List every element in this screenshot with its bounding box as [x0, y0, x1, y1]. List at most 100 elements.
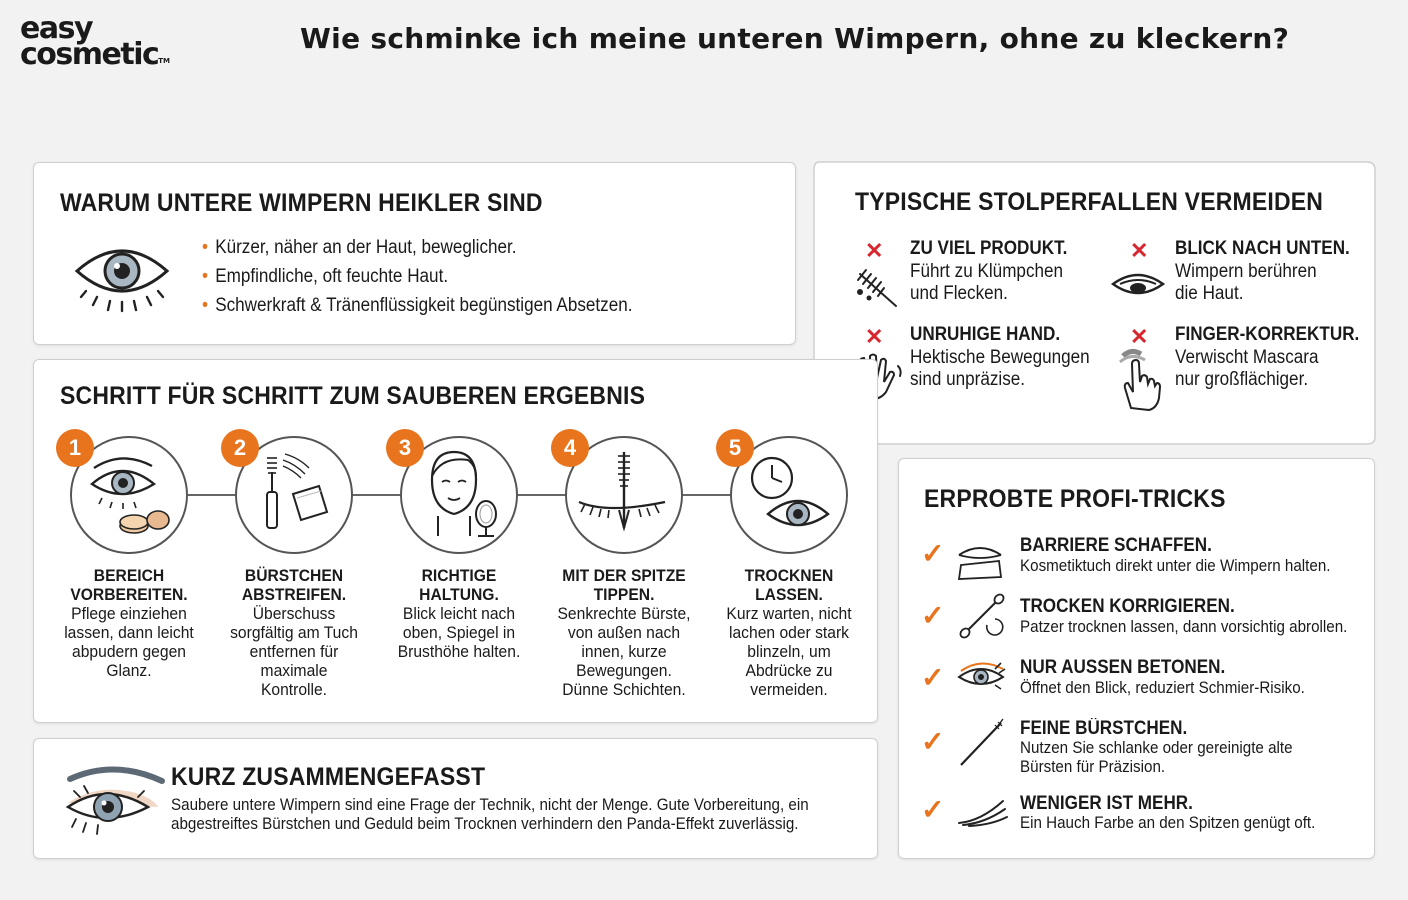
- pitfall-body: Wimpern berühren: [1175, 261, 1317, 282]
- check-icon: ✓: [921, 726, 945, 757]
- error-x-icon: ✕: [1130, 238, 1149, 263]
- brand-line2: cosmetic: [20, 36, 160, 72]
- step-title: BEREICH: [93, 566, 165, 585]
- step-circle: [730, 436, 848, 554]
- eye-powder-icon: [90, 457, 170, 534]
- trick-title: NUR AUSSEN BETONEN.: [1020, 657, 1226, 678]
- step-title: TROCKNEN: [744, 566, 834, 585]
- step-connector: [352, 494, 402, 496]
- trick-body: Bürsten für Präzision.: [1020, 758, 1166, 776]
- trick-body: Nutzen Sie schlanke oder gereinigte alte: [1020, 739, 1293, 757]
- step-title: ABSTREIFEN.: [241, 585, 347, 604]
- trick-body: Öffnet den Blick, reduziert Schmier-Risi…: [1020, 679, 1305, 697]
- step-text: RICHTIGE HALTUNG. Blick leicht nach oben…: [379, 566, 539, 661]
- steps-heading: SCHRITT FÜR SCHRITT ZUM SAUBEREN ERGEBNI…: [60, 382, 646, 410]
- mascara-tissue-icon: [266, 453, 329, 529]
- step-text: BEREICH VORBEREITEN. Pflege einziehen la…: [49, 566, 209, 680]
- step-text: BÜRSTCHEN ABSTREIFEN. Überschuss sorgfäl…: [214, 566, 374, 699]
- why-bullet: •Empfindliche, oft feuchte Haut.: [202, 266, 449, 287]
- step-title: RICHTIGE: [421, 566, 497, 585]
- step-title: TIPPEN.: [593, 585, 655, 604]
- check-icon: ✓: [921, 538, 945, 569]
- error-x-icon: ✕: [865, 324, 884, 349]
- lash-tips-icon: [958, 800, 1008, 827]
- step-body: blinzeln, um: [747, 642, 831, 661]
- summary-card: KURZ ZUSAMMENGEFASST Saubere untere Wimp…: [33, 738, 878, 859]
- step-number-badge: 2: [221, 429, 259, 467]
- vertical-brush-icon: [578, 452, 666, 532]
- step-body: Glanz.: [106, 661, 152, 680]
- step-connector: [517, 494, 567, 496]
- step-title: HALTUNG.: [419, 585, 499, 604]
- summary-heading: KURZ ZUSAMMENGEFASST: [171, 763, 486, 791]
- why-heading: WARUM UNTERE WIMPERN HEIKLER SIND: [60, 189, 543, 217]
- step-body: von außen nach: [567, 623, 681, 642]
- pitfall-body: Verwischt Mascara: [1175, 347, 1319, 368]
- why-card: WARUM UNTERE WIMPERN HEIKLER SIND •Kürze…: [33, 162, 796, 345]
- step-body: Dünne Schichten.: [562, 680, 686, 699]
- trick-title: TROCKEN KORRIGIEREN.: [1020, 596, 1235, 617]
- eye-icon: [74, 249, 170, 313]
- step-connector: [187, 494, 237, 496]
- step-body: entfernen für: [249, 642, 339, 661]
- step-title: MIT DER SPITZE: [562, 566, 686, 585]
- outer-lash-eye-icon: [957, 662, 1006, 690]
- tricks-heading: ERPROBTE PROFI-TRICKS: [924, 485, 1226, 513]
- pitfalls-card-shape: [813, 161, 1376, 445]
- pitfall-body: und Flecken.: [910, 283, 1008, 304]
- brand-logo: easy cosmeticTM: [20, 11, 171, 70]
- face-mirror-icon: [430, 450, 497, 537]
- step-body: Pflege einziehen: [71, 604, 187, 623]
- step-connector: [682, 494, 732, 496]
- made-up-eye-icon: [65, 766, 165, 835]
- step-body: vermeiden.: [750, 680, 828, 699]
- page-title: Wie schminke ich meine unteren Wimpern, …: [300, 22, 1290, 55]
- pitfall-body: sind unpräzise.: [910, 369, 1026, 390]
- summary-body: abgestreiftes Bürstchen und Geduld beim …: [171, 815, 799, 833]
- step-body: oben, Spiegel in: [402, 623, 516, 642]
- step-body: innen, kurze: [581, 642, 667, 661]
- tricks-card: ERPROBTE PROFI-TRICKS ✓ BARRIERE SCHAFFE…: [898, 458, 1375, 859]
- tissue-eye-icon: [957, 547, 1003, 580]
- pitfall-body: Hektische Bewegungen: [910, 347, 1090, 368]
- steps-card: SCHRITT FÜR SCHRITT ZUM SAUBEREN ERGEBNI…: [33, 359, 878, 723]
- step-body: sorgfältig am Tuch: [230, 623, 358, 642]
- pitfall-body: nur großflächiger.: [1175, 369, 1309, 390]
- why-bullet: •Schwerkraft & Tränenflüssigkeit begünst…: [202, 295, 633, 316]
- finger-icon: [1118, 348, 1162, 412]
- pitfalls-card: TYPISCHE STOLPERFALLEN VERMEIDEN ✕ ZU VI…: [812, 162, 1375, 443]
- trick-body: Kosmetiktuch direkt unter die Wimpern ha…: [1020, 557, 1331, 575]
- pitfall-body: Führt zu Klümpchen: [910, 261, 1064, 282]
- step-number-badge: 5: [716, 429, 754, 467]
- step-body: Überschuss: [252, 604, 336, 623]
- step-number-badge: 3: [386, 429, 424, 467]
- trick-body: Ein Hauch Farbe an den Spitzen genügt of…: [1020, 814, 1316, 832]
- step-body: Senkrechte Bürste,: [557, 604, 691, 623]
- step-title: VORBEREITEN.: [70, 585, 188, 604]
- pitfall-title: ZU VIEL PRODUKT.: [910, 238, 1068, 259]
- check-icon: ✓: [921, 600, 945, 631]
- step-body: abpudern gegen: [72, 642, 186, 661]
- step-title: BÜRSTCHEN: [244, 566, 344, 585]
- step-text: TROCKNEN LASSEN. Kurz warten, nicht lach…: [709, 566, 869, 699]
- cotton-swab-icon: [959, 593, 1005, 639]
- check-icon: ✓: [921, 794, 945, 825]
- why-bullet: •Kürzer, näher an der Haut, beweglicher.: [202, 237, 517, 258]
- step-body: Brusthöhe halten.: [397, 642, 521, 661]
- check-icon: ✓: [921, 662, 945, 693]
- step-text: MIT DER SPITZE TIPPEN. Senkrechte Bürste…: [544, 566, 704, 699]
- pitfall-title: FINGER-KORREKTUR.: [1175, 324, 1360, 345]
- step-number-badge: 1: [56, 429, 94, 467]
- pitfall-title: BLICK NACH UNTEN.: [1175, 238, 1350, 259]
- pitfall-body: die Haut.: [1175, 283, 1244, 304]
- step-body: lachen oder stark: [729, 623, 849, 642]
- trick-title: BARRIERE SCHAFFEN.: [1020, 535, 1212, 556]
- summary-body: Saubere untere Wimpern sind eine Frage d…: [171, 796, 809, 814]
- brand-tm: TM: [158, 56, 171, 65]
- step-body: Bewegungen.: [576, 661, 672, 680]
- pitfall-title: UNRUHIGE HAND.: [910, 324, 1061, 345]
- error-x-icon: ✕: [865, 238, 884, 263]
- step-body: maximale: [260, 661, 328, 680]
- brand-line1: easy: [20, 11, 94, 46]
- step-body: lassen, dann leicht: [64, 623, 194, 642]
